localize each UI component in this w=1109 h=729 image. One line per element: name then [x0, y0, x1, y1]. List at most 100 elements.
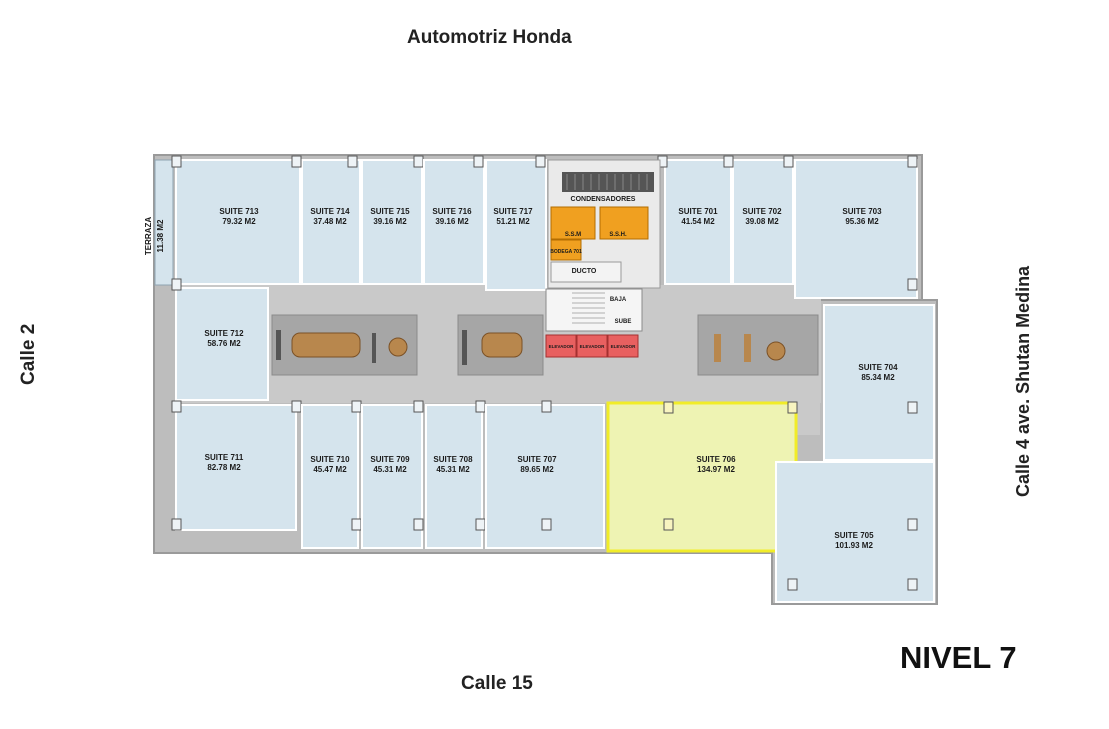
restroom-women	[550, 206, 596, 240]
suite-713-area	[175, 159, 301, 285]
suite-716-area	[423, 159, 485, 285]
suite-710-area-label: 45.47 M2	[313, 465, 347, 474]
suite-705-area-label: 101.93 M2	[835, 541, 873, 550]
suite-706-area-label: 134.97 M2	[697, 465, 735, 474]
column-marker	[535, 155, 546, 168]
column-marker	[413, 155, 424, 168]
column-marker	[473, 155, 484, 168]
suite-715-area-label: 39.16 M2	[373, 217, 407, 226]
conference-table-2	[481, 332, 523, 358]
column-marker	[907, 278, 918, 291]
suite-717-area-label: 51.21 M2	[496, 217, 530, 226]
storage-room	[550, 239, 582, 261]
suite-703-area	[794, 159, 918, 299]
suite-702-name: SUITE 702	[742, 207, 782, 216]
suite-708-area	[425, 404, 483, 549]
column-marker	[907, 518, 918, 531]
suite-708-name: SUITE 708	[433, 455, 473, 464]
column-marker	[541, 400, 552, 413]
column-marker	[291, 155, 302, 168]
suite-713-name: SUITE 713	[219, 207, 259, 216]
level-title: NIVEL 7	[900, 640, 1017, 675]
suite-708-area-label: 45.31 M2	[436, 465, 470, 474]
suite-711-name: SUITE 711	[205, 453, 244, 462]
restroom-men	[599, 206, 649, 240]
suite-715-name: SUITE 715	[370, 207, 410, 216]
column-marker	[171, 400, 182, 413]
column-marker	[171, 155, 182, 168]
suite-715-area	[361, 159, 423, 285]
column-marker	[475, 518, 486, 531]
suite-707-area-label: 89.65 M2	[520, 465, 554, 474]
suite-703-area-label: 95.36 M2	[845, 217, 879, 226]
suite-712-area-label: 58.76 M2	[207, 339, 241, 348]
condenser-unit	[562, 172, 654, 192]
column-marker	[291, 400, 302, 413]
suite-716-area-label: 39.16 M2	[435, 217, 469, 226]
suite-714-area	[301, 159, 361, 285]
terrace-label: TERRAZA	[144, 217, 153, 255]
suite-716-name: SUITE 716	[432, 207, 472, 216]
service-core: CONDENSADORES S.S.M S.S.H. BODEGA 701 DU…	[545, 159, 661, 358]
terrace-area: 11.38 M2	[156, 219, 165, 252]
elevator-2	[576, 334, 608, 358]
condensers-label: CONDENSADORES	[571, 196, 636, 203]
column-marker	[351, 518, 362, 531]
suite-706-name: SUITE 706	[696, 455, 736, 464]
suite-710-area	[301, 404, 359, 549]
meeting-rooms	[271, 314, 819, 376]
column-marker	[907, 578, 918, 591]
suite-701-name: SUITE 701	[678, 207, 718, 216]
column-marker	[475, 400, 486, 413]
column-marker	[663, 401, 674, 414]
suite-704-area	[823, 304, 935, 461]
column-marker	[723, 155, 734, 168]
street-label-south: Calle 15	[461, 673, 533, 694]
storage-label: BODEGA 701	[550, 249, 582, 255]
column-marker	[413, 518, 424, 531]
suite-706-area	[606, 401, 798, 553]
suite-711-area-label: 82.78 M2	[207, 463, 241, 472]
elevator-3-label: ELEVADOR	[611, 344, 636, 349]
column-marker	[787, 401, 798, 414]
suite-709-area	[361, 404, 423, 549]
suite-711-area	[175, 404, 297, 531]
suite-704-name: SUITE 704	[858, 363, 898, 372]
suite-701-area	[664, 159, 732, 285]
suite-707-name: SUITE 707	[517, 455, 557, 464]
suite-712-area	[175, 287, 269, 401]
elevator-1	[545, 334, 577, 358]
stairs-up-label: SUBE	[615, 319, 632, 325]
column-marker	[347, 155, 358, 168]
column-marker	[907, 401, 918, 414]
suite-703-name: SUITE 703	[842, 207, 882, 216]
stairs-down-label: BAJA	[610, 297, 627, 303]
elevator-2-label: ELEVADOR	[580, 344, 605, 349]
suite-712-name: SUITE 712	[204, 329, 244, 338]
column-marker	[907, 155, 918, 168]
suite-710-name: SUITE 710	[310, 455, 350, 464]
column-marker	[413, 400, 424, 413]
column-marker	[541, 518, 552, 531]
street-label-north: Automotriz Honda	[407, 27, 572, 48]
suite-717-name: SUITE 717	[493, 207, 533, 216]
round-table-2	[766, 341, 786, 361]
